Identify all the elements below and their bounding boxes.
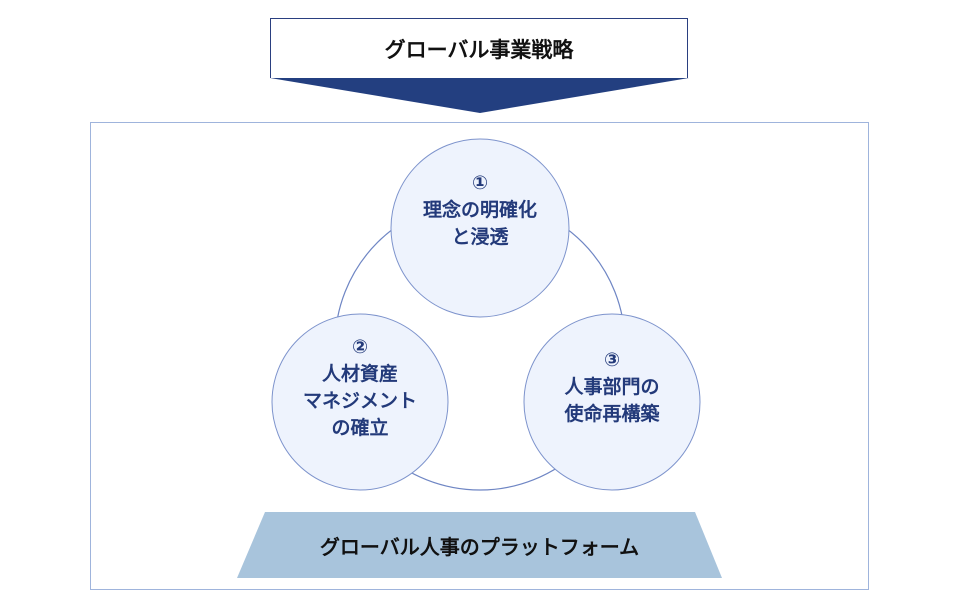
down-arrow	[270, 78, 689, 113]
circle-number: ②	[351, 336, 369, 358]
platform-trapezoid	[237, 512, 722, 578]
global-business-strategy-box: グローバル事業戦略	[270, 18, 688, 78]
circle-line: と浸透	[451, 226, 509, 248]
platform-label: グローバル人事のプラットフォーム	[319, 534, 640, 559]
circle-line: 人事部門の	[564, 376, 660, 398]
circle-2-text: ② 人材資産 マネジメント の確立	[272, 334, 448, 442]
circle-1-text: ① 理念の明確化 と浸透	[391, 170, 569, 251]
circle-3	[523, 313, 701, 491]
circle-line: 使命再構築	[564, 403, 660, 425]
circle-1	[390, 138, 570, 318]
circle-line: 人材資産	[321, 363, 398, 385]
circle-2	[271, 313, 449, 491]
circle-number: ①	[471, 172, 489, 194]
circle-line: の確立	[331, 417, 389, 439]
diagram-frame	[90, 122, 869, 590]
circle-3-text: ③ 人事部門の 使命再構築	[524, 347, 700, 428]
circle-number: ③	[603, 349, 621, 371]
circle-line: 理念の明確化	[422, 199, 537, 221]
circle-line: マネジメント	[302, 390, 417, 412]
top-label: グローバル事業戦略	[384, 37, 574, 62]
